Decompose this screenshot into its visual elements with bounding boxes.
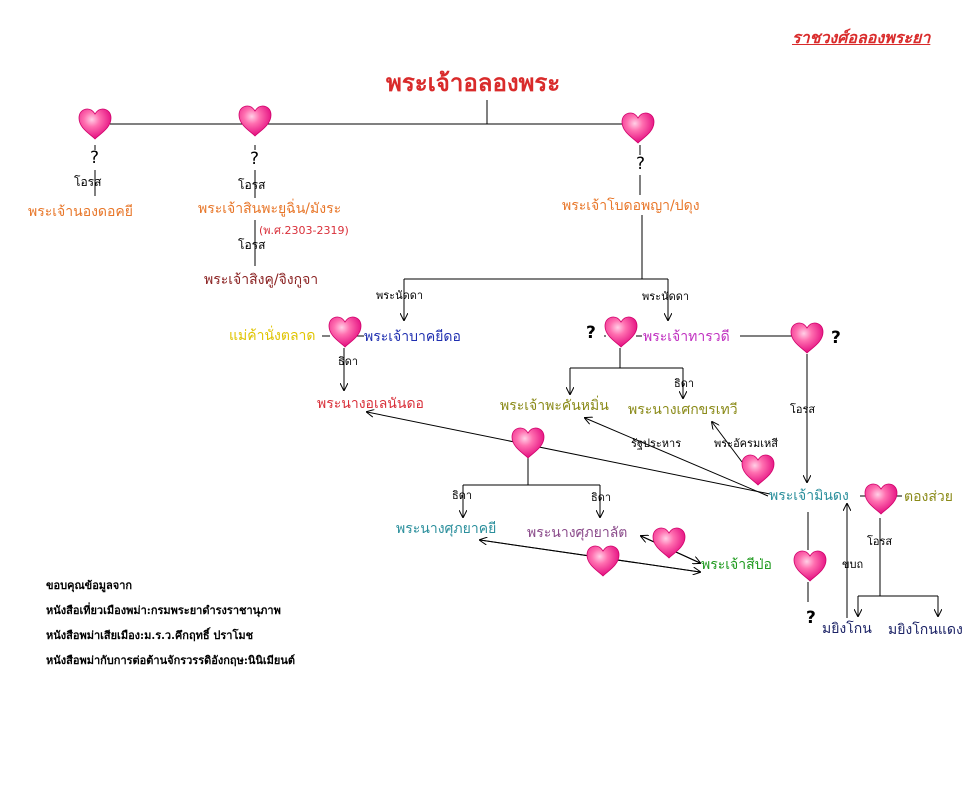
dynasty-subtitle: ราชวงศ์อลองพระยา — [792, 28, 931, 47]
unknown-mark: ? — [90, 148, 100, 168]
unknown-mark: ? — [586, 323, 596, 343]
credits-block: ขอบคุณข้อมูลจาก หนังสือเที่ยวเมืองพม่า:ก… — [46, 578, 295, 678]
relation-coup: รัฐประหาร — [631, 437, 682, 450]
heart-icon — [78, 108, 112, 140]
unknown-mark: ? — [806, 608, 816, 628]
credit-item: หนังสือพม่ากับการต่อต้านจักรวรรดิอังกฤษ:… — [46, 654, 296, 667]
heart-icon — [238, 105, 272, 137]
heart-icon — [621, 112, 655, 144]
heart-icon — [586, 545, 620, 577]
person-thibaw: พระเจ้าสีป่อ — [701, 557, 772, 573]
person-singu: พระเจ้าสิงคู/จิงกูจา — [204, 272, 319, 288]
person-myingondaing: มยิงโกนแดง — [888, 622, 963, 638]
person-supayagyi: พระนางศุภยาคยี — [396, 521, 497, 537]
relation-son: โอรส — [238, 238, 266, 252]
person-myingun: มยิงโกน — [822, 621, 872, 637]
unknown-mark: ? — [636, 154, 646, 174]
person-market-woman: แม่ค้านั่งตลาด — [229, 328, 316, 344]
relation-nephew: พระนัดดา — [376, 289, 424, 302]
credits-heading: ขอบคุณข้อมูลจาก — [46, 579, 133, 592]
unknown-mark: ? — [831, 328, 841, 348]
heart-icon — [652, 527, 686, 559]
relation-rebel: ขบถ — [842, 558, 864, 571]
heart-icon — [741, 454, 775, 486]
relation-son: โอรส — [238, 178, 266, 192]
heart-icon — [793, 550, 827, 582]
heart-icon — [790, 322, 824, 354]
relation-nephew: พระนัดดา — [642, 290, 690, 303]
heart-icon — [328, 316, 362, 348]
person-sinbyushin: พระเจ้าสินพะยูฉิ่น/มังระ — [198, 201, 342, 217]
unknown-mark: ? — [250, 149, 260, 169]
relation-daughter: ธิดา — [591, 491, 612, 504]
person-mindon: พระเจ้ามินดง — [769, 488, 849, 504]
person-tharrawaddy: พระเจ้าทารวดี — [643, 329, 730, 345]
credit-item: หนังสือเที่ยวเมืองพม่า:กรมพระยาดำรงราชาน… — [46, 604, 281, 617]
heart-icon — [604, 316, 638, 348]
relation-chief-queen: พระอัครมเหสี — [714, 437, 778, 450]
diagram-title: พระเจ้าอลองพระ — [386, 69, 561, 97]
relation-son: โอรส — [74, 175, 102, 189]
person-sekkya: พระนางเศกขรเทวี — [628, 402, 738, 418]
person-bodawpaya: พระเจ้าโบดอพญา/ปดุง — [562, 198, 700, 214]
relation-son: โอรส — [867, 535, 893, 548]
heart-icon — [511, 427, 545, 459]
person-alenandaw: พระนางอเลนันดอ — [317, 396, 424, 412]
relation-daughter: ธิดา — [338, 355, 359, 368]
heart-icon — [864, 483, 898, 515]
person-supayalat: พระนางศุภยาลัต — [527, 525, 628, 541]
relation-daughter: ธิดา — [452, 489, 473, 502]
person-bagyidaw: พระเจ้าบาคยีดอ — [364, 329, 461, 345]
person-pagan-min: พระเจ้าพะคันหมิ่น — [500, 398, 609, 414]
person-taungsway: ตองส่วย — [904, 489, 953, 505]
relation-son: โอรส — [790, 403, 816, 416]
sinbyushin-reign-date: (พ.ศ.2303-2319) — [259, 224, 349, 237]
credit-item: หนังสือพม่าเสียเมือง:ม.ร.ว.คึกฤทธิ์ ปราโ… — [46, 629, 254, 642]
person-nongdokyi: พระเจ้านองดอคยี — [28, 204, 133, 220]
relation-daughter: ธิดา — [674, 377, 695, 390]
